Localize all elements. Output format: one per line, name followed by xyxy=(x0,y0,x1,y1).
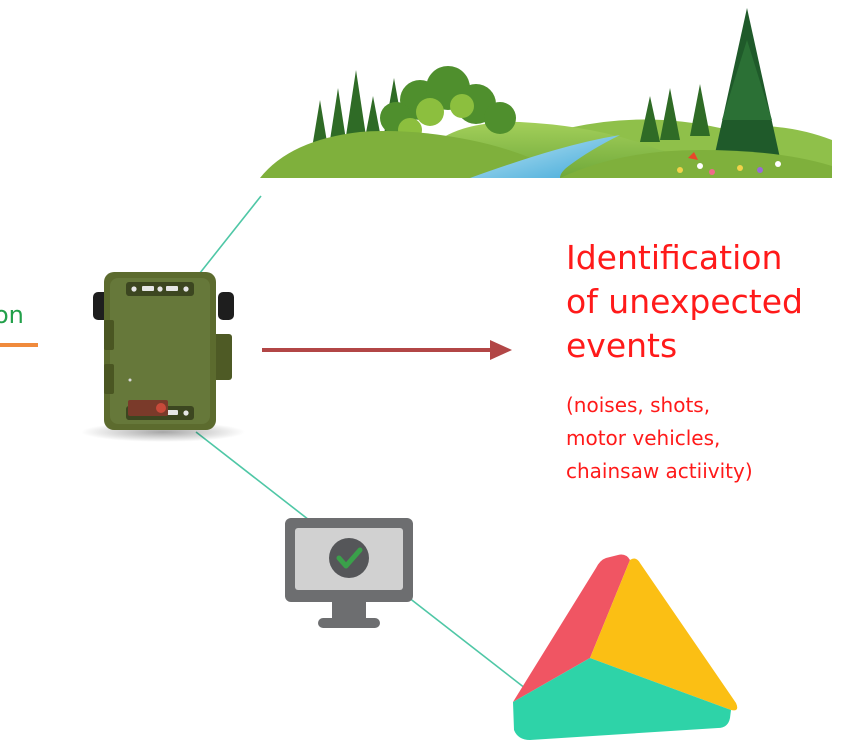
event-arrow xyxy=(262,340,512,360)
left-label: on xyxy=(0,301,24,329)
landscape-connector-line xyxy=(195,195,262,279)
left-label-underline xyxy=(0,343,38,347)
headline-line-3: events xyxy=(566,326,678,365)
headline-line-1: Identification xyxy=(566,238,783,277)
headline-line-2: of unexpected xyxy=(566,282,803,321)
details-line-1: (noises, shots, xyxy=(566,393,711,417)
forest-landscape-illustration xyxy=(260,8,832,178)
tall-pine-tree xyxy=(714,8,780,170)
monitor-check-icon xyxy=(285,518,413,628)
details-line-2: motor vehicles, xyxy=(566,426,721,450)
triangle-logo xyxy=(513,554,738,740)
details-line-3: chainsaw actiivity) xyxy=(566,459,753,483)
audio-recorder-device xyxy=(81,272,245,442)
event-details: (noises, shots, motor vehicles, chainsaw… xyxy=(566,389,753,488)
headline: Identification of unexpected events xyxy=(566,236,803,368)
